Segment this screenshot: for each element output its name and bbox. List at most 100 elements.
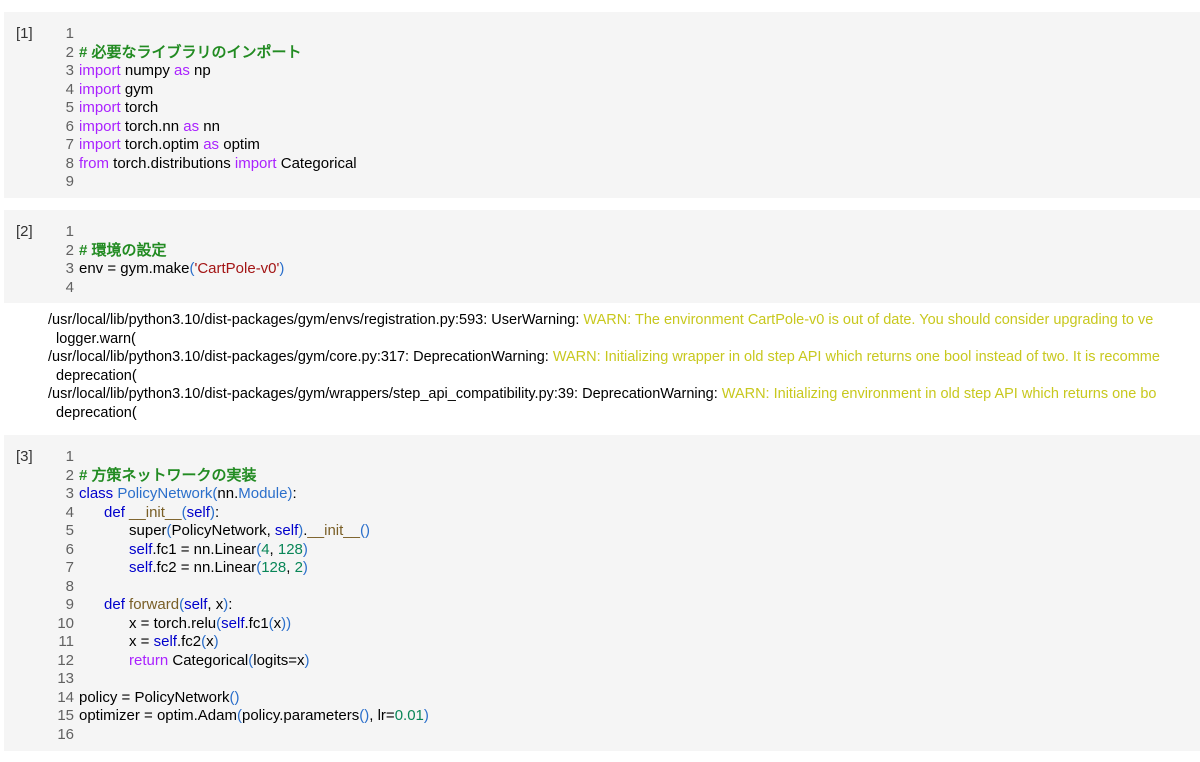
code-token: nn [199,117,220,135]
cell-output: /usr/local/lib/python3.10/dist-packages/… [48,311,1200,423]
code-token: __init__ [129,503,182,521]
line-number: 1 [65,25,74,42]
code-token: ) [209,503,215,521]
code-line[interactable]: 13 [54,670,1200,689]
code-token: ) [302,559,308,576]
code-token: x [206,633,214,650]
code-token: optim [219,136,260,153]
code-token: self [153,633,177,650]
code-token: , [286,559,295,576]
code-token: ) [304,651,310,669]
code-token: env = gym.make [79,260,190,277]
code-token: ( [166,522,172,539]
code-token: self [184,596,208,613]
code-token: 0.01 [394,707,424,724]
code-token: import [79,99,121,116]
code-line[interactable]: 16 [54,726,1200,745]
code-token: : [292,485,297,502]
code-token: as [203,136,220,153]
code-token: forward [129,596,180,613]
code-line[interactable]: 4 [54,279,1200,298]
line-number: 1 [65,448,74,465]
code-line[interactable]: 9 [54,173,1200,192]
code-token: ( [181,503,187,521]
code-token: : [228,596,233,613]
code-line[interactable]: 7 self.fc2 = nn.Linear(128, 2) [54,559,1200,578]
code-token: , x [207,596,224,613]
code-line[interactable]: 5 super(PolicyNetwork, self).__init__() [54,522,1200,541]
warning-message: WARN: Initializing wrapper in old step A… [552,349,1160,366]
code-token: )) [281,614,292,632]
code-token: logits=x [253,651,305,669]
code-line[interactable]: 8 [54,578,1200,597]
code-line[interactable]: 4 def __init__(self): [54,504,1200,523]
code-line[interactable]: 2# 方策ネットワークの実装 [54,467,1200,486]
code-line[interactable]: 11 x = self.fc2(x) [54,633,1200,652]
code-token: self [221,614,245,632]
code-token: .fc1 = nn.Linear [152,540,257,558]
code-token: super [79,522,167,539]
execution-count: [1] [16,25,33,42]
line-number: 9 [65,173,74,190]
code-token: import [79,62,121,79]
code-token: as [174,62,190,79]
code-token: torch.nn [120,117,184,135]
code-token: torch.distributions [109,154,235,172]
line-number: 4 [65,503,74,521]
line-number: 13 [57,670,74,687]
code-token: ( [179,596,185,613]
code-token: policy = PolicyNetwork [79,688,230,706]
line-number: 10 [57,614,74,632]
code-token: .fc2 = nn.Linear [152,559,257,576]
code-line[interactable]: 6 self.fc1 = nn.Linear(4, 128) [54,541,1200,560]
line-number: 12 [57,651,74,669]
code-token: self [186,503,210,521]
output-line: logger.warn( [48,330,1200,349]
code-line[interactable]: 9 def forward(self, x): [54,596,1200,615]
code-token: numpy [120,62,175,79]
code-token: torch.optim [120,136,204,153]
code-line[interactable]: 12 return Categorical(logits=x) [54,652,1200,671]
code-token: ) [423,707,429,724]
code-line[interactable]: 1 [54,448,1200,467]
line-number: 2 [65,466,74,484]
code-line[interactable]: 1 [54,25,1200,44]
code-token: () [359,522,370,539]
line-number: 16 [57,725,74,743]
code-token: policy.parameters [241,707,360,724]
line-number: 14 [57,688,74,706]
code-token: x [273,614,282,632]
line-number: 2 [65,241,74,259]
code-token: Categorical [168,651,249,669]
code-line[interactable]: 2# 必要なライブラリのインポート [54,44,1200,63]
code-token: 'CartPole-v0' [194,260,280,277]
code-line[interactable]: 1 [54,223,1200,242]
code-token: PolicyNetwork [117,485,213,502]
code-token: ( [236,707,242,724]
code-token: () [359,707,370,724]
warning-source: /usr/local/lib/python3.10/dist-packages/… [48,386,722,403]
code-token: ( [256,540,262,558]
code-token: import [79,136,121,153]
code-line[interactable]: 2# 環境の設定 [54,242,1200,261]
code-token [79,541,129,558]
output-line: deprecation( [48,404,1200,423]
code-line[interactable]: 10 x = torch.relu(self.fc1(x)) [54,615,1200,634]
code-token: class [79,485,114,502]
